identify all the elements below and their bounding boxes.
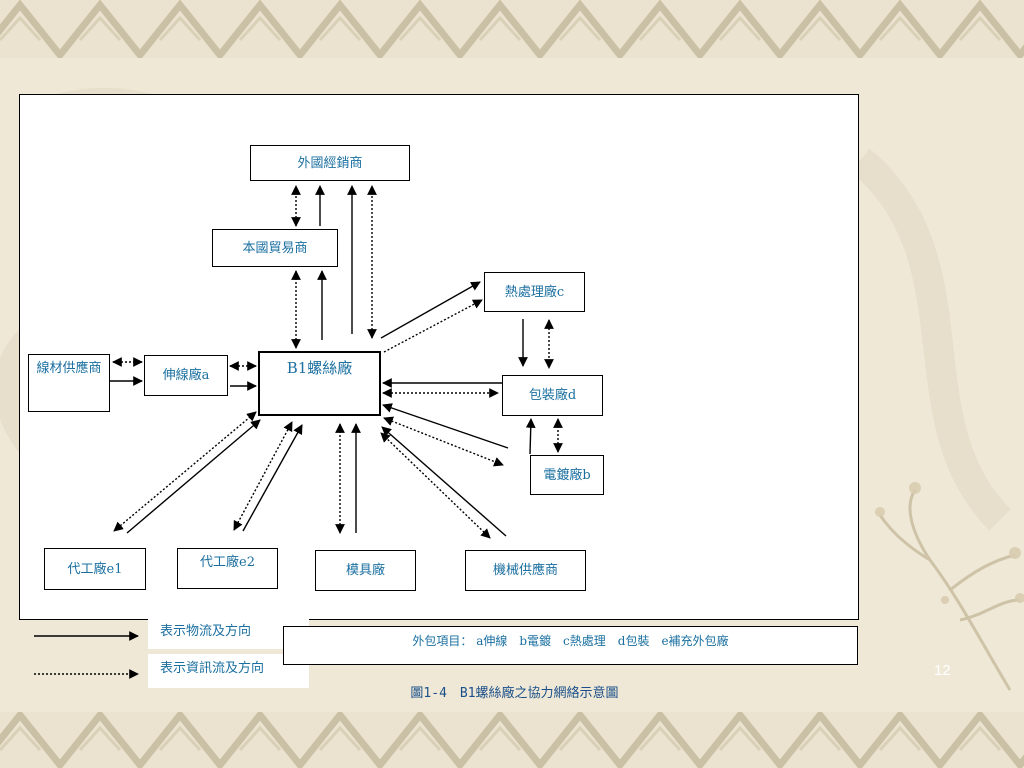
info-flow-machinery-b1 [380, 432, 491, 539]
node-wire-supplier: 線材供應商 [28, 354, 110, 412]
node-mold-factory: 模具廠 [315, 550, 416, 591]
node-foreign-dealer-label: 外國經銷商 [297, 155, 363, 171]
node-plating: 電鍍廠b [530, 455, 604, 495]
node-oem-e1: 代工廠e1 [44, 548, 146, 590]
node-oem-e1-label: 代工廠e1 [67, 561, 123, 577]
outsource-items-text: 外包項目： a伸線 b電鍍 c熱處理 d包裝 e補充外包廠 [412, 634, 729, 648]
node-oem-e2: 代工廠e2 [177, 548, 278, 589]
figure-caption: 圖1-4 B1螺絲廠之協力網絡示意圖 [410, 686, 619, 701]
node-domestic-trader-label: 本國貿易商 [242, 240, 308, 256]
material-flow-b1-heat [380, 281, 481, 339]
node-packaging-label: 包裝廠d [528, 388, 577, 403]
info-flow-e1-b1 [113, 411, 257, 532]
bottom-decorative-band [0, 712, 1024, 768]
node-machinery-supplier-label: 機械供應商 [492, 563, 558, 578]
info-flow-b1-plating [383, 416, 504, 467]
node-foreign-dealer: 外國經銷商 [250, 145, 410, 181]
material-flow-e2-b1 [242, 424, 303, 532]
material-flow-machinery-b1 [381, 426, 507, 537]
plum-branch-decoration [878, 489, 1021, 691]
legend-material-label: 表示物流及方向 [148, 617, 309, 649]
page-number: 12 [934, 662, 951, 679]
node-heat-treatment: 熱處理廠c [484, 272, 585, 312]
node-wire-drawing: 伸線廠a [144, 355, 228, 396]
legend-info-label: 表示資訊流及方向 [148, 654, 309, 688]
outsource-items-box: 外包項目： a伸線 b電鍍 c熱處理 d包裝 e補充外包廠 [283, 626, 858, 665]
node-packaging: 包裝廠d [502, 375, 603, 416]
node-b1-factory-label: B1螺絲廠 [286, 359, 353, 377]
node-plating-label: 電鍍廠b [543, 467, 591, 483]
material-flow-e1-b1 [126, 419, 261, 534]
node-oem-e2-label: 代工廠e2 [200, 555, 255, 570]
node-domestic-trader: 本國貿易商 [212, 229, 338, 267]
node-mold-factory-label: 模具廠 [345, 563, 385, 578]
node-machinery-supplier: 機械供應商 [465, 550, 586, 591]
node-wire-supplier-label: 線材供應商 [36, 361, 102, 376]
node-wire-drawing-label: 伸線廠a [162, 368, 210, 383]
node-b1-factory: B1螺絲廠 [258, 351, 381, 416]
info-flow-e2-b1 [233, 421, 293, 531]
info-flow-b1-heat [383, 299, 483, 353]
material-flow-plating-packaging [525, 418, 536, 455]
node-heat-treatment-label: 熱處理廠c [504, 284, 565, 300]
top-decorative-band [0, 0, 1024, 58]
